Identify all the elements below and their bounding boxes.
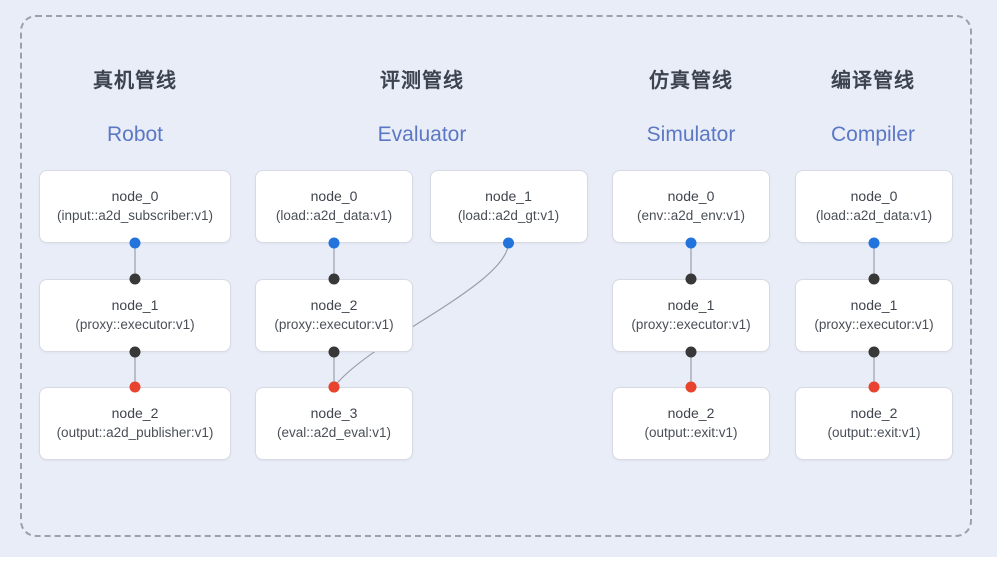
- node-name: node_0: [111, 187, 159, 204]
- node-box: node_1(load::a2d_gt:v1): [429, 170, 588, 243]
- bottom-white-strip: [0, 557, 997, 563]
- node-name: node_3: [310, 404, 358, 421]
- node-name: node_1: [667, 296, 715, 313]
- node-box: node_0(input::a2d_subscriber:v1): [39, 170, 231, 243]
- pipeline-title-zh: 真机管线: [93, 70, 177, 92]
- node-box: node_3(eval::a2d_eval:v1): [255, 387, 413, 460]
- node-type: (output::exit:v1): [644, 425, 738, 441]
- dashed-border-frame: [20, 15, 972, 537]
- node-name: node_2: [310, 296, 358, 313]
- node-type: (eval::a2d_eval:v1): [276, 425, 392, 441]
- pipeline-title-zh: 仿真管线: [649, 70, 733, 92]
- node-box: node_2(output::exit:v1): [795, 387, 953, 460]
- pipeline-title-en: Simulator: [646, 123, 736, 146]
- node-type: (output::a2d_publisher:v1): [56, 425, 214, 441]
- node-name: node_2: [111, 404, 159, 421]
- node-name: node_2: [667, 404, 715, 421]
- node-type: (proxy::executor:v1): [274, 317, 394, 333]
- node-box: node_1(proxy::executor:v1): [39, 279, 231, 352]
- node-type: (output::exit:v1): [827, 425, 921, 441]
- node-type: (proxy::executor:v1): [814, 317, 934, 333]
- pipeline-title-zh: 编译管线: [831, 70, 915, 92]
- node-name: node_1: [111, 296, 159, 313]
- node-type: (load::a2d_data:v1): [275, 208, 393, 224]
- node-box: node_1(proxy::executor:v1): [612, 279, 770, 352]
- node-name: node_1: [485, 187, 532, 204]
- node-type: (proxy::executor:v1): [75, 317, 195, 333]
- node-name: node_1: [850, 296, 898, 313]
- node-type: (load::a2d_gt:v1): [457, 208, 560, 224]
- node-type: (proxy::executor:v1): [631, 317, 751, 333]
- node-name: node_2: [850, 404, 898, 421]
- node-box: node_2(output::a2d_publisher:v1): [39, 387, 231, 460]
- pipeline-title-en: Compiler: [830, 123, 916, 146]
- node-box: node_2(proxy::executor:v1): [255, 279, 413, 352]
- node-name: node_0: [667, 187, 715, 204]
- node-box: node_0(env::a2d_env:v1): [612, 170, 770, 243]
- node-type: (load::a2d_data:v1): [815, 208, 933, 224]
- node-type: (env::a2d_env:v1): [636, 208, 746, 224]
- node-box: node_0(load::a2d_data:v1): [795, 170, 953, 243]
- pipeline-title-zh: 评测管线: [380, 70, 464, 92]
- pipeline-title-en: Evaluator: [377, 123, 467, 146]
- node-box: node_0(load::a2d_data:v1): [255, 170, 413, 243]
- node-box: node_2(output::exit:v1): [612, 387, 770, 460]
- pipeline-title-en: Robot: [106, 123, 164, 146]
- node-box: node_1(proxy::executor:v1): [795, 279, 953, 352]
- node-type: (input::a2d_subscriber:v1): [56, 208, 214, 224]
- node-name: node_0: [850, 187, 898, 204]
- node-name: node_0: [310, 187, 358, 204]
